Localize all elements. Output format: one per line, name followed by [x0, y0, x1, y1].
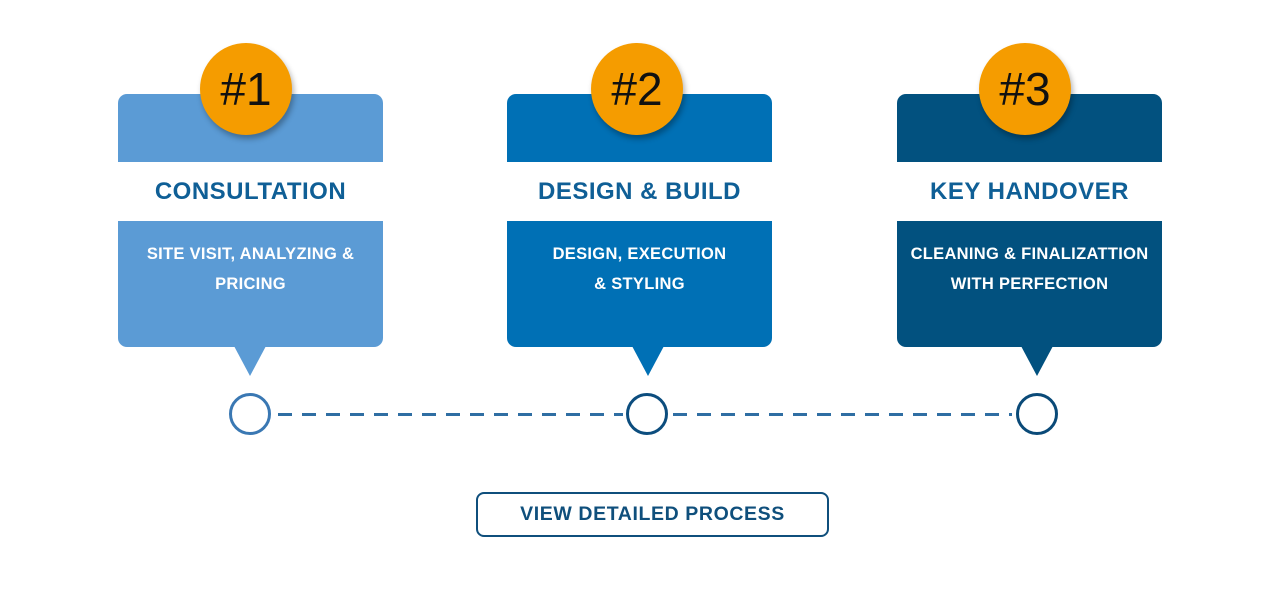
card-pointer	[632, 346, 664, 376]
timeline-node	[1016, 393, 1058, 435]
step-description-line: SITE VISIT, ANALYZING &	[146, 245, 355, 263]
step-number-badge: #1	[200, 43, 292, 135]
step-description-line: PRICING	[215, 275, 286, 293]
step-key-handover: KEY HANDOVER CLEANING & FINALIZATTION WI…	[897, 0, 1162, 594]
step-number-badge: #3	[979, 43, 1071, 135]
card-pointer	[1021, 346, 1053, 376]
step-consultation: CONSULTATION SITE VISIT, ANALYZING & PRI…	[118, 0, 383, 594]
view-detailed-process-button[interactable]: VIEW DETAILED PROCESS	[476, 492, 829, 537]
step-description: DESIGN, EXECUTION & STYLING	[507, 221, 772, 347]
step-description: CLEANING & FINALIZATTION WITH PERFECTION	[897, 221, 1162, 347]
timeline-node	[626, 393, 668, 435]
step-description-line: WITH PERFECTION	[950, 275, 1109, 293]
step-title: CONSULTATION	[118, 162, 383, 221]
step-title: DESIGN & BUILD	[507, 162, 772, 221]
step-description-line: & STYLING	[594, 275, 685, 293]
step-number-badge: #2	[591, 43, 683, 135]
step-title: KEY HANDOVER	[897, 162, 1162, 221]
step-design-build: DESIGN & BUILD DESIGN, EXECUTION & STYLI…	[507, 0, 772, 594]
timeline-node	[229, 393, 271, 435]
step-description: SITE VISIT, ANALYZING & PRICING	[118, 221, 383, 347]
card-pointer	[234, 346, 266, 376]
step-description-line: CLEANING & FINALIZATTION	[910, 245, 1149, 263]
step-description-line: DESIGN, EXECUTION	[552, 245, 727, 263]
timeline-connector	[673, 413, 1012, 416]
timeline-connector	[278, 413, 623, 416]
